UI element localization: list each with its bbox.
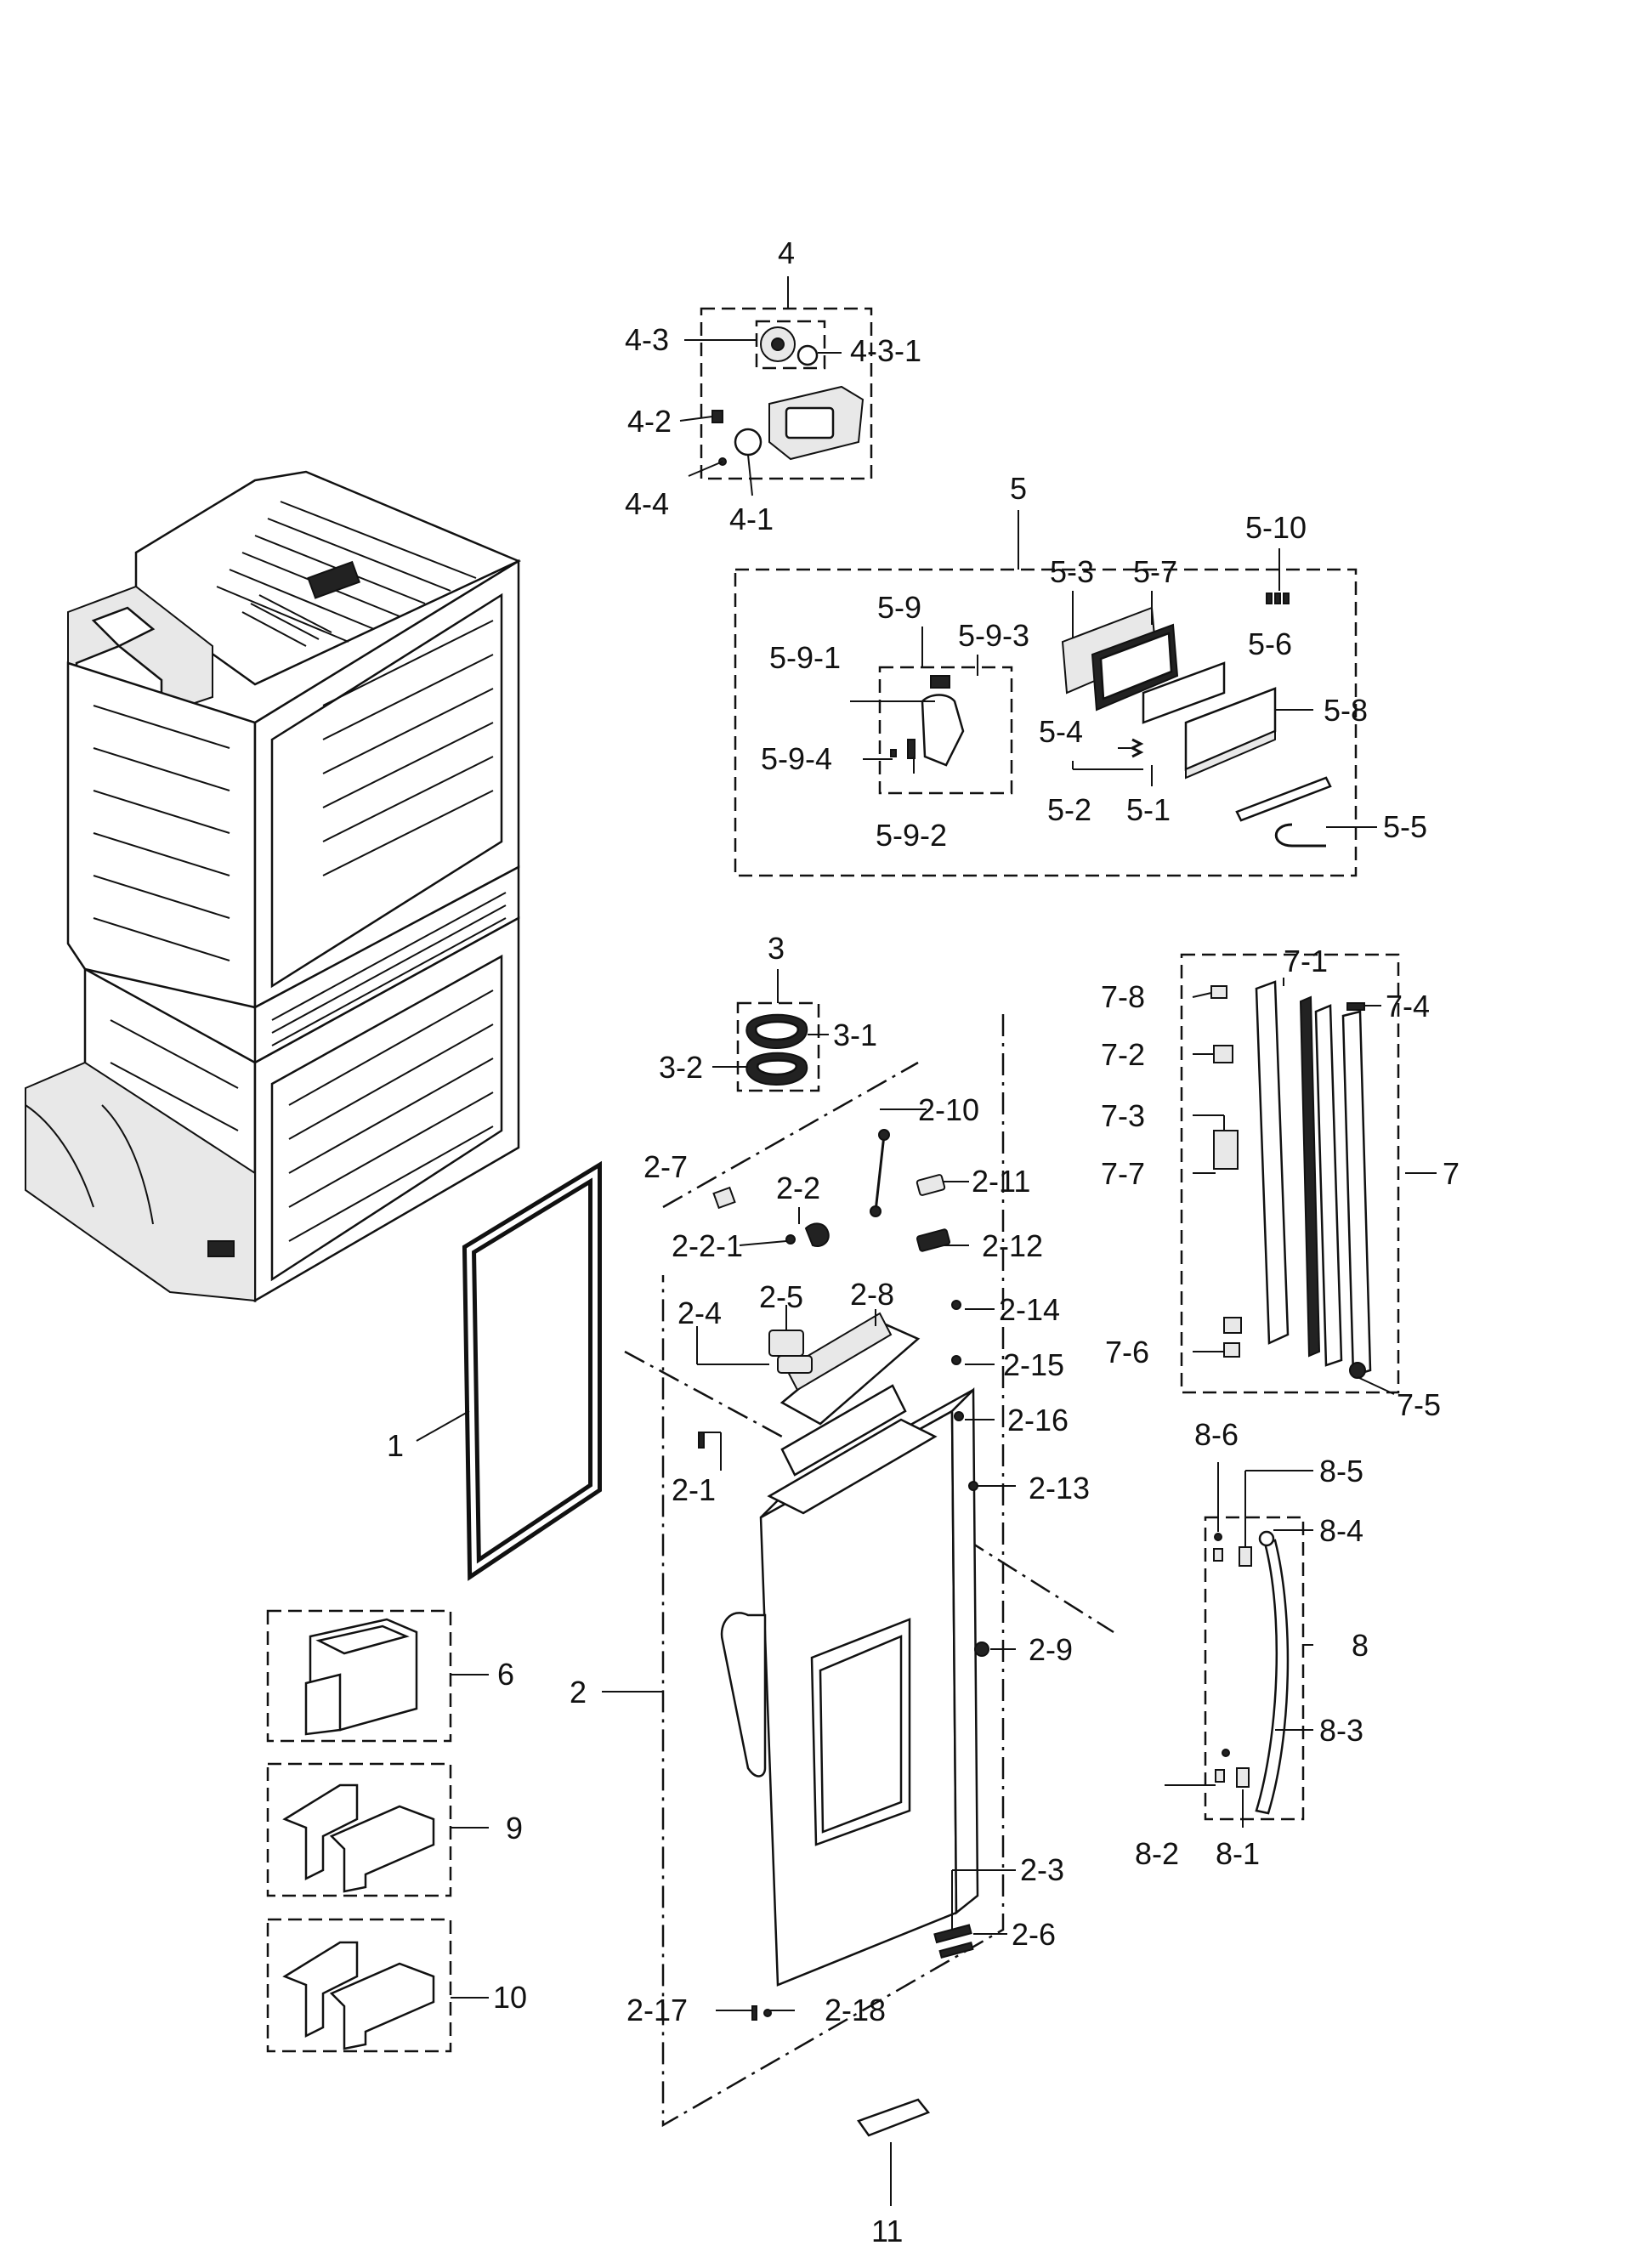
- label-2-4: 2-4: [677, 1296, 722, 1330]
- label-2: 2: [570, 1675, 587, 1710]
- label-5-8: 5-8: [1324, 693, 1368, 728]
- label-2-2-1: 2-2-1: [672, 1228, 743, 1263]
- part-5-dispenser-assembly: [734, 568, 1358, 877]
- label-7-2: 7-2: [1101, 1037, 1145, 1072]
- label-11: 11: [871, 2214, 903, 2248]
- label-2-18: 2-18: [825, 1993, 886, 2027]
- label-4-3: 4-3: [625, 322, 669, 357]
- label-5: 5: [1010, 471, 1027, 506]
- label-5-3: 5-3: [1050, 554, 1094, 589]
- label-8: 8: [1352, 1628, 1369, 1663]
- label-2-9: 2-9: [1029, 1632, 1073, 1667]
- label-8-1: 8-1: [1216, 1836, 1260, 1871]
- label-4-3-1: 4-3-1: [850, 333, 921, 368]
- label-6: 6: [497, 1657, 514, 1692]
- label-2-14: 2-14: [999, 1292, 1060, 1327]
- label-3-2: 3-2: [659, 1050, 703, 1085]
- label-8-2: 8-2: [1135, 1836, 1179, 1871]
- label-2-6: 2-6: [1012, 1917, 1056, 1952]
- label-2-5: 2-5: [759, 1279, 803, 1314]
- label-2-16: 2-16: [1007, 1403, 1069, 1437]
- label-2-13: 2-13: [1029, 1471, 1090, 1505]
- label-2-7: 2-7: [643, 1149, 688, 1184]
- leader-lines: [416, 276, 1437, 2206]
- label-8-4: 8-4: [1319, 1513, 1363, 1548]
- label-2-3: 2-3: [1020, 1852, 1064, 1887]
- label-2-10: 2-10: [918, 1092, 979, 1127]
- label-2-12: 2-12: [982, 1228, 1043, 1263]
- label-5-9-3: 5-9-3: [958, 618, 1029, 653]
- part-9-bracket: [266, 1762, 452, 1897]
- label-2-15: 2-15: [1003, 1347, 1064, 1382]
- label-7-4: 7-4: [1386, 989, 1430, 1023]
- label-8-5: 8-5: [1319, 1454, 1363, 1488]
- label-2-2: 2-2: [776, 1171, 820, 1205]
- label-4-4: 4-4: [625, 486, 669, 521]
- refrigerator-cabinet: [25, 470, 522, 1303]
- callout-labels: 4 4-3 4-3-1 4-2 4-4 4-1 5 5-10 5-3 5-7 5…: [387, 235, 1460, 2248]
- label-5-9-2: 5-9-2: [876, 818, 947, 853]
- label-10: 10: [493, 1980, 527, 2015]
- label-8-6: 8-6: [1194, 1417, 1239, 1452]
- label-3: 3: [768, 931, 785, 966]
- label-3-1: 3-1: [833, 1018, 877, 1052]
- part-6-bin: [266, 1609, 452, 1743]
- label-5-4: 5-4: [1039, 714, 1083, 749]
- label-7-7: 7-7: [1101, 1156, 1145, 1191]
- part-7-hinge-assembly: [1180, 953, 1400, 1394]
- label-5-9-4: 5-9-4: [761, 741, 832, 776]
- part-4-motor-assembly: [700, 307, 873, 480]
- label-7-1: 7-1: [1284, 944, 1328, 978]
- label-7-6: 7-6: [1105, 1335, 1149, 1369]
- label-8-3: 8-3: [1319, 1713, 1363, 1748]
- label-7-5: 7-5: [1397, 1387, 1441, 1422]
- part-10-bracket: [266, 1918, 452, 2053]
- label-7-3: 7-3: [1101, 1098, 1145, 1133]
- label-2-1: 2-1: [672, 1472, 716, 1507]
- part-3-cap-assembly: [736, 1001, 820, 1092]
- part-2-door-assembly: [624, 1014, 1114, 2128]
- label-7: 7: [1443, 1156, 1460, 1191]
- part-11-clip: [857, 2098, 931, 2137]
- part-1-door-gasket: [462, 1160, 602, 1581]
- label-5-10: 5-10: [1245, 510, 1307, 545]
- label-4-2: 4-2: [627, 404, 672, 439]
- label-2-8: 2-8: [850, 1277, 894, 1312]
- label-5-6: 5-6: [1248, 627, 1292, 661]
- part-8-handle-assembly: [1204, 1516, 1305, 1821]
- label-5-9: 5-9: [877, 590, 921, 625]
- label-5-7: 5-7: [1133, 554, 1177, 589]
- label-5-2: 5-2: [1047, 792, 1091, 827]
- label-5-9-1: 5-9-1: [769, 640, 841, 675]
- label-2-17: 2-17: [626, 1993, 688, 2027]
- label-5-1: 5-1: [1126, 792, 1171, 827]
- label-9: 9: [506, 1811, 523, 1846]
- label-4: 4: [778, 235, 795, 270]
- label-7-8: 7-8: [1101, 979, 1145, 1014]
- label-1: 1: [387, 1428, 404, 1463]
- label-2-11: 2-11: [972, 1164, 1030, 1199]
- label-5-5: 5-5: [1383, 809, 1427, 844]
- label-4-1: 4-1: [729, 502, 774, 536]
